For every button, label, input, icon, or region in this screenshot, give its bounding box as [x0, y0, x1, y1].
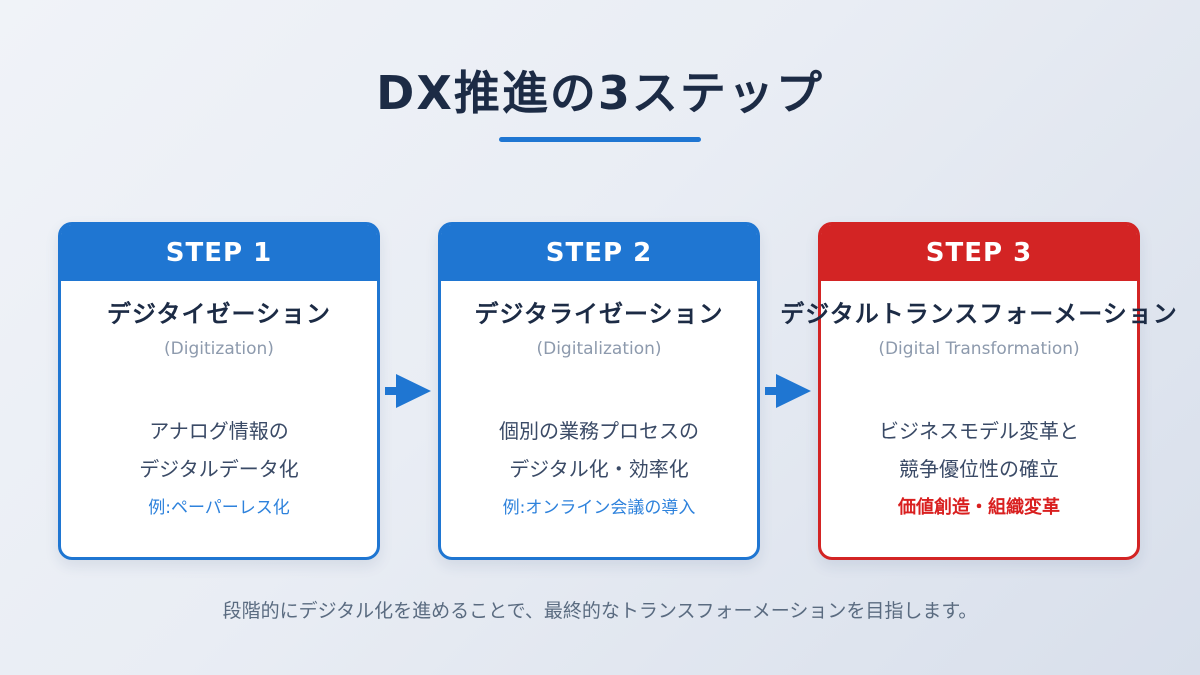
arrow-right-icon	[765, 374, 811, 408]
step-1-title: デジタイゼーション	[106, 300, 332, 328]
step-card-1: STEP 1 デジタイゼーション (Digitization) アナログ情報の …	[58, 222, 380, 560]
step-3-body: デジタルトランスフォーメーション (Digital Transformation…	[780, 281, 1178, 557]
footer-caption: 段階的にデジタル化を進めることで、最終的なトランスフォーメーションを目指します。	[222, 600, 978, 622]
step-2-example: 例:オンライン会議の導入	[502, 498, 696, 518]
step-1-subtitle: (Digitization)	[164, 339, 274, 359]
title-underline	[499, 137, 701, 143]
step-1-description-line2: デジタルデータ化	[139, 457, 299, 481]
step-3-subtitle: (Digital Transformation)	[878, 339, 1080, 359]
step-3-highlight: 価値創造・組織変革	[898, 497, 1060, 518]
step-2-badge: STEP 2	[441, 225, 757, 281]
step-card-3: STEP 3 デジタルトランスフォーメーション (Digital Transfo…	[780, 222, 1178, 560]
step-3-title: デジタルトランスフォーメーション	[780, 300, 1178, 328]
step-2-title: デジタライゼーション	[474, 300, 724, 328]
steps-row: STEP 1 デジタイゼーション (Digitization) アナログ情報の …	[0, 222, 1200, 560]
step-2-description-line1: 個別の業務プロセスの	[499, 419, 699, 443]
step-3-description-line2: 競争優位性の確立	[899, 457, 1059, 481]
step-2-description-line2: デジタル化・効率化	[509, 457, 689, 481]
step-3-badge: STEP 3	[821, 225, 1137, 281]
step-card-2: STEP 2 デジタライゼーション (Digitalization) 個別の業務…	[438, 222, 760, 560]
title-block: DX推進の3ステップ	[0, 66, 1200, 143]
step-2-subtitle: (Digitalization)	[536, 339, 662, 359]
step-1-description-line1: アナログ情報の	[149, 419, 289, 443]
step-3-description-line1: ビジネスモデル変革と	[879, 419, 1079, 443]
step-1-badge: STEP 1	[61, 225, 377, 281]
step-1-body: デジタイゼーション (Digitization) アナログ情報の デジタルデータ…	[61, 281, 377, 557]
arrow-right-icon	[385, 374, 431, 408]
step-1-example: 例:ペーパーレス化	[148, 498, 290, 518]
page-title: DX推進の3ステップ	[376, 66, 824, 120]
step-2-body: デジタライゼーション (Digitalization) 個別の業務プロセスの デ…	[441, 281, 757, 557]
